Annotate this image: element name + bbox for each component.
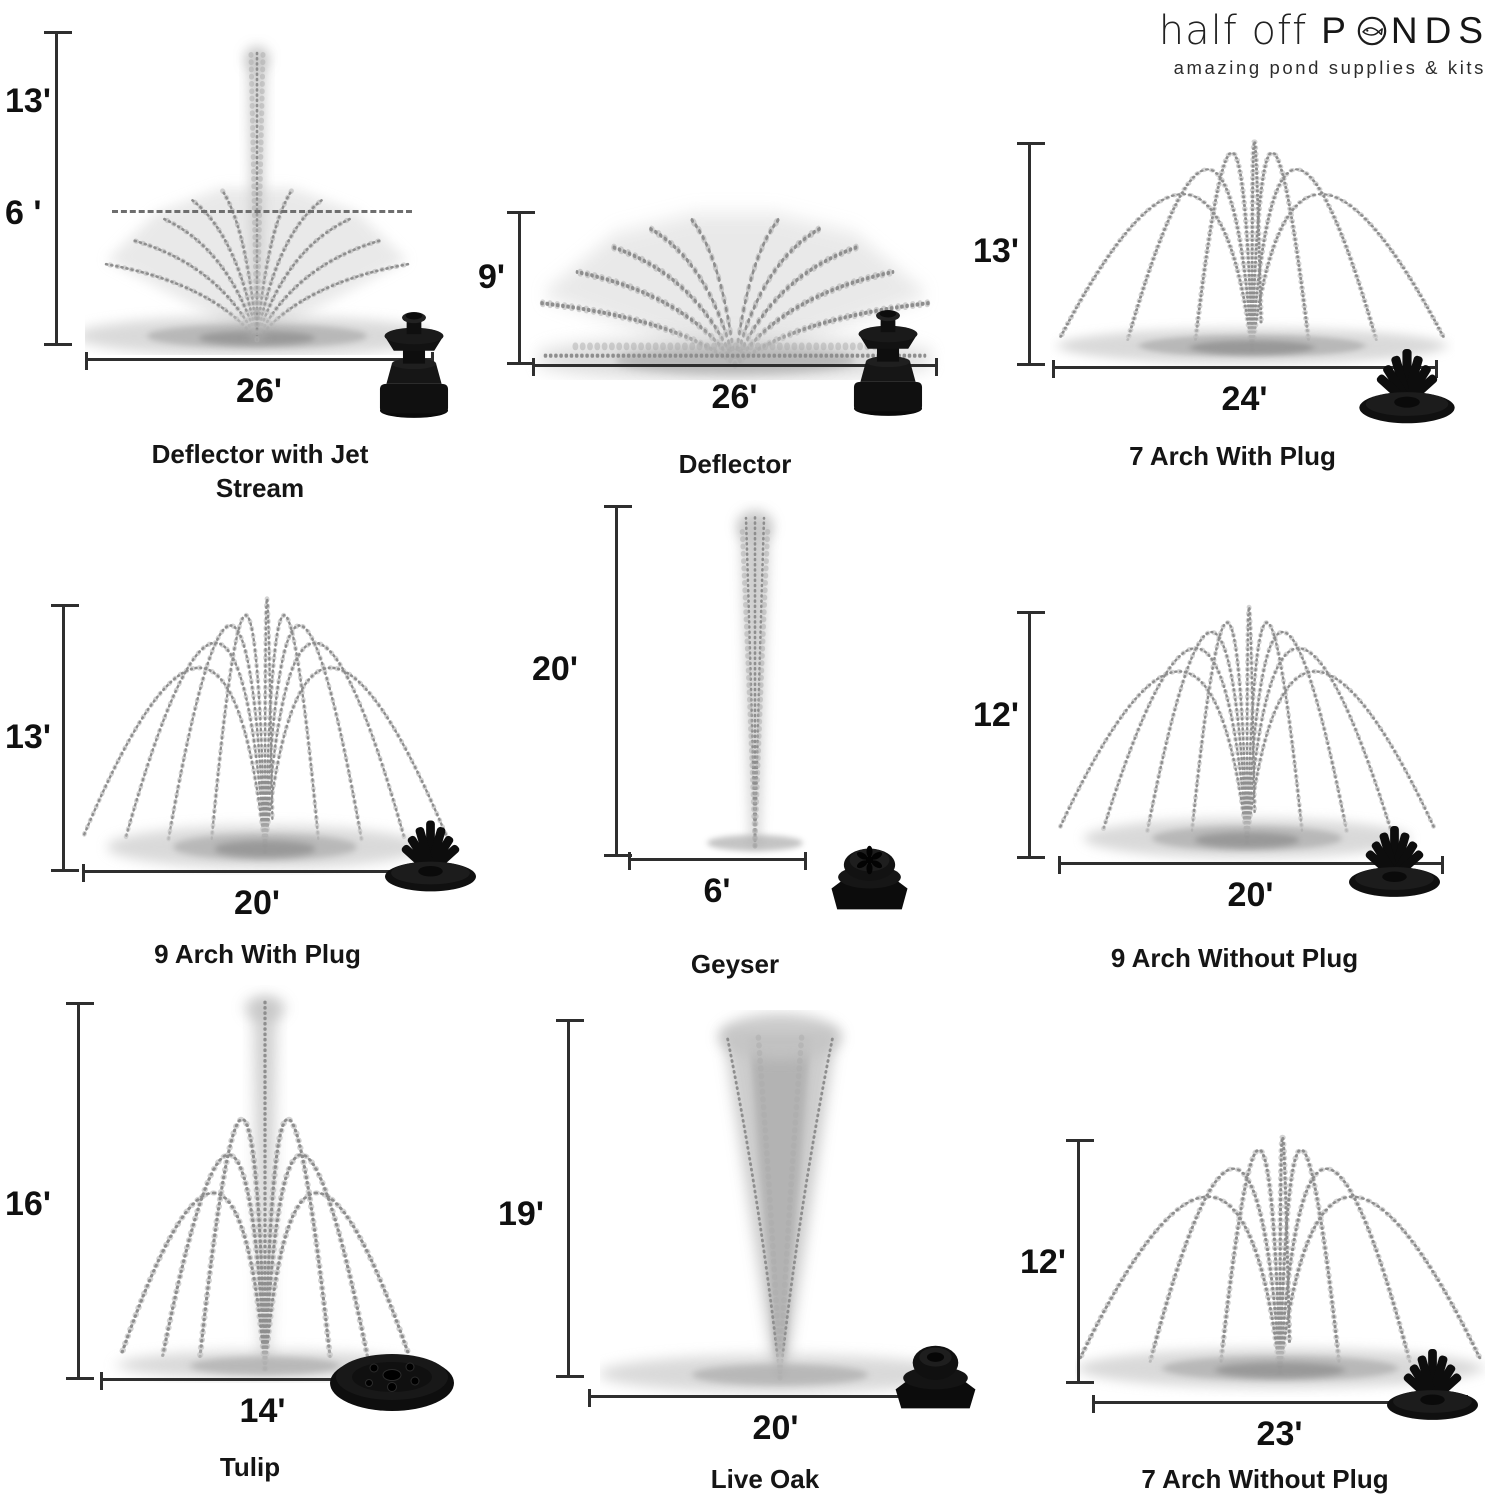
- width-label: 20': [752, 1409, 799, 1447]
- height-dimension-line: [604, 505, 632, 857]
- width-dimension-line: [532, 358, 938, 376]
- height-label: 19': [498, 1195, 544, 1233]
- height-dimension-line: [556, 1019, 584, 1378]
- brand-logo: half off P NDS amazing pond supplies & k…: [1130, 8, 1490, 79]
- panel-geyser: 20' 6' Geyser: [470, 500, 975, 990]
- height-label: 16': [5, 1185, 51, 1223]
- nozzle-name: 7 Arch Without Plug: [1141, 1464, 1389, 1494]
- height-label: 12': [973, 696, 1019, 734]
- tulip-disc-nozzle-image: [329, 1353, 455, 1412]
- brand-name-p: P: [1321, 10, 1353, 51]
- nozzle-name: Geyser: [690, 949, 780, 979]
- fish-in-o-icon: [1357, 16, 1387, 46]
- width-label: 23': [1256, 1415, 1303, 1453]
- panel-9-arch-without-plug: 12' 20' 9 Arch Without Plug: [970, 500, 1493, 990]
- width-label: 26': [711, 378, 758, 416]
- panel-live-oak: 19' 20' Live Oak: [470, 985, 976, 1500]
- height-dimension-line: [507, 211, 535, 365]
- panel-7-arch-with-plug: 13' 24' 7 Arch With Plug: [970, 0, 1493, 500]
- width-dimension-line: [1058, 856, 1444, 874]
- arch-nozzle-image: [1387, 1349, 1478, 1420]
- width-label: 26': [236, 372, 282, 410]
- height-dimension-line: [51, 604, 79, 872]
- spray-geyser: [680, 500, 830, 860]
- width-label: 14': [239, 1392, 286, 1430]
- height-dimension-line: [66, 1002, 94, 1380]
- width-label: 20': [234, 884, 280, 922]
- width-label: 6': [703, 872, 731, 910]
- brand-tagline: amazing pond supplies & kits: [1173, 57, 1486, 78]
- width-dimension-line: [1052, 360, 1438, 378]
- height-label: 9': [478, 258, 505, 296]
- height-label: 12': [1020, 1243, 1066, 1281]
- panel-deflector: 9' 26' Deflector: [470, 0, 975, 500]
- brand-name-light: half off: [1158, 8, 1308, 54]
- nozzle-name: 9 Arch With Plug: [154, 939, 361, 969]
- height-dimension-line: [1066, 1139, 1094, 1384]
- height-label: 13': [973, 232, 1019, 270]
- brand-name-rest: NDS: [1390, 10, 1490, 51]
- height-label: 13': [5, 82, 51, 120]
- nozzle-name: Deflector: [678, 449, 792, 479]
- height-label: 20': [532, 650, 578, 688]
- height-dimension-line: [1017, 142, 1045, 366]
- nozzle-name: 7 Arch With Plug: [1129, 441, 1336, 471]
- height-dimension-line: [1017, 611, 1045, 859]
- width-label: 24': [1221, 380, 1268, 418]
- height-label: 13': [5, 718, 51, 756]
- geyser-nozzle-image: [831, 845, 908, 910]
- mid-height-label: 6 ': [5, 194, 42, 232]
- width-label: 20': [1227, 876, 1274, 914]
- deflector-nozzle-image: [853, 310, 923, 416]
- nozzle-name: Live Oak: [710, 1464, 820, 1494]
- panel-9-arch-with-plug: 13' 20' 9 Arch With Plug: [0, 500, 476, 985]
- panel-deflector-jet-stream: 13' 6 ' 26' Deflector with Jet Stream: [0, 0, 470, 503]
- knob-nozzle-image: [895, 1345, 976, 1409]
- arch-nozzle-image: [1349, 826, 1440, 897]
- width-dimension-line: [628, 852, 807, 870]
- deflector-nozzle-image: [379, 312, 449, 418]
- nozzle-name: Deflector with Jet Stream: [151, 439, 369, 503]
- panel-tulip: 16' 14' Tulip: [0, 985, 470, 1500]
- nozzle-name: Tulip: [219, 1452, 281, 1482]
- arch-nozzle-image: [385, 820, 476, 892]
- panel-7-arch-without-plug: 12' 23' 7 Arch Without Plug: [970, 985, 1493, 1500]
- arch-nozzle-image: [1359, 349, 1455, 424]
- six-foot-reference-line: [112, 210, 412, 213]
- nozzle-name: 9 Arch Without Plug: [1110, 943, 1359, 973]
- height-dimension-line: [44, 31, 72, 346]
- brand-name: half off P NDS: [1130, 8, 1490, 54]
